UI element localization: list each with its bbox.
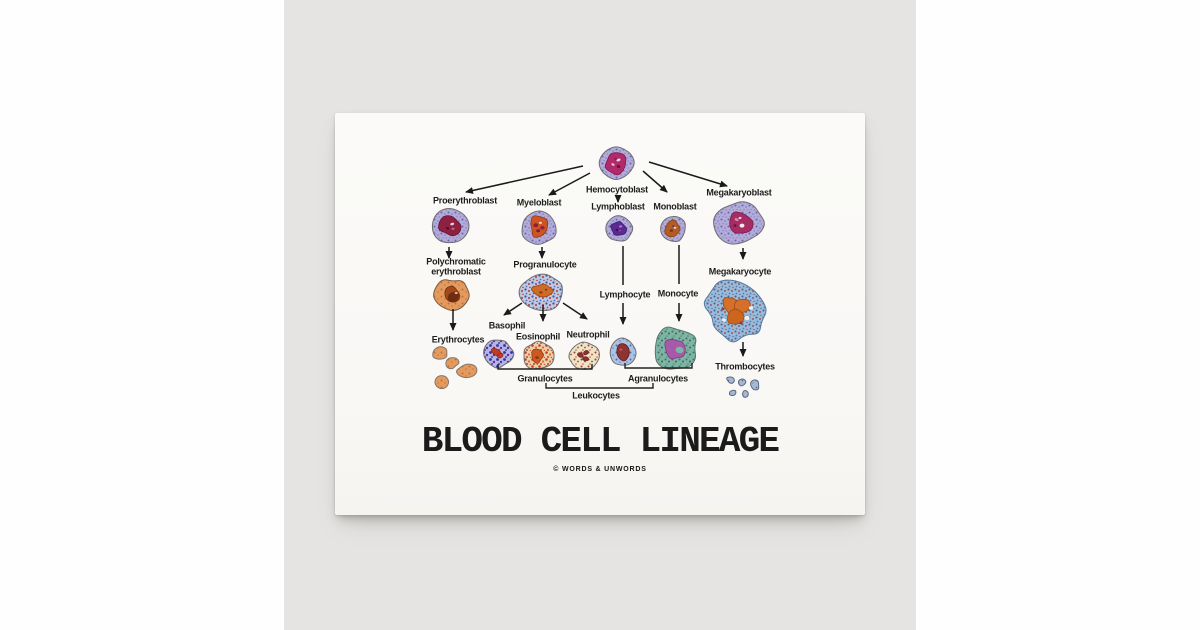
- cells-layer: [431, 146, 767, 398]
- erythrocyte-4: [434, 375, 450, 390]
- label-lymphocyte: Lymphocyte: [599, 289, 651, 300]
- lymphoblast-cell: [605, 215, 634, 242]
- label-progranulocyte: Progranulocyte: [513, 259, 577, 270]
- label-monocyte: Monocyte: [657, 288, 699, 299]
- label-monoblast: Monoblast: [653, 201, 697, 212]
- megakaryocyte-cell: [703, 279, 767, 343]
- arrows-layer: [445, 161, 747, 357]
- label-neutrophil: Neutrophil: [566, 329, 610, 340]
- thrombocyte-2: [737, 378, 747, 387]
- flow-arrow: [642, 170, 668, 193]
- monoblast-cell: [660, 215, 686, 243]
- flow-arrow: [648, 161, 728, 188]
- polychromatic-erythroblast-cell: [433, 279, 470, 312]
- flow-arrow: [503, 302, 523, 316]
- label-erythrocytes: Erythrocytes: [431, 334, 485, 345]
- leukocytes-bracket: [545, 383, 654, 389]
- label-megakaryoblast: Megakaryoblast: [706, 187, 772, 198]
- label-granulocytes: Granulocytes: [517, 373, 573, 384]
- proerythroblast-cell: [431, 208, 470, 244]
- thrombocyte-5: [742, 390, 749, 398]
- eosinophil-cell: [523, 340, 555, 370]
- megakaryoblast-cell: [713, 201, 765, 245]
- label-hemocytoblast: Hemocytoblast: [586, 184, 648, 195]
- neutrophil-cell: [568, 341, 600, 370]
- diagram-canvas: [431, 146, 767, 398]
- label-myeloblast: Myeloblast: [516, 197, 562, 208]
- copyright-line: © WORDS & UNWORDS: [553, 466, 647, 473]
- flow-arrow: [562, 302, 588, 320]
- thrombocyte-3: [750, 379, 760, 391]
- label-megakaryocyte: Megakaryocyte: [708, 266, 772, 277]
- lymphocyte-cell: [609, 337, 637, 366]
- brackets-layer: [497, 363, 693, 389]
- progranulocyte-cell: [518, 273, 563, 312]
- agranulocytes-bracket: [624, 363, 693, 369]
- granulocytes-bracket: [497, 364, 593, 370]
- label-thrombocytes: Thrombocytes: [715, 361, 775, 372]
- thrombocyte-4: [728, 389, 737, 397]
- basophil-cell: [483, 339, 515, 369]
- label-lymphoblast: Lymphoblast: [591, 201, 645, 212]
- label-leukocytes: Leukocytes: [572, 390, 620, 401]
- flow-arrow: [548, 172, 591, 196]
- erythrocyte-2: [445, 357, 460, 370]
- flow-arrow: [465, 165, 584, 194]
- label-eosinophil: Eosinophil: [516, 331, 560, 342]
- monocyte-cell: [654, 326, 697, 370]
- label-proerythroblast: Proerythroblast: [432, 195, 498, 206]
- thrombocyte-1: [726, 376, 735, 384]
- myeloblast-cell: [521, 210, 557, 245]
- page-title: BLOOD CELL LINEAGE: [421, 421, 780, 462]
- label-basophil: Basophil: [488, 320, 526, 331]
- label-agranulocytes: Agranulocytes: [628, 373, 688, 384]
- erythrocyte-3: [456, 363, 478, 379]
- erythrocyte-1: [432, 346, 448, 360]
- hemocytoblast-cell: [598, 146, 635, 181]
